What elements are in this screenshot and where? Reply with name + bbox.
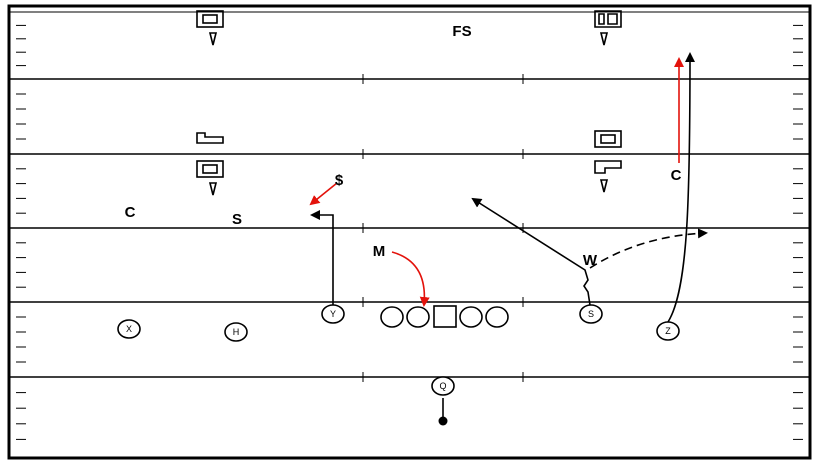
routes bbox=[309, 52, 708, 420]
player-y-label: Y bbox=[330, 309, 336, 319]
player-q-label: Q bbox=[439, 381, 446, 391]
lineman-rt bbox=[485, 306, 509, 328]
player-q bbox=[431, 376, 455, 396]
lineman-rg bbox=[459, 306, 483, 328]
offensive-line bbox=[380, 305, 509, 328]
defender-m: M bbox=[373, 243, 386, 260]
yard-number-mid-left bbox=[196, 132, 224, 196]
route-dollar bbox=[309, 182, 338, 206]
route-m-blitz bbox=[391, 251, 430, 307]
route-y-stem bbox=[310, 210, 334, 305]
defender-fs: FS bbox=[452, 23, 471, 40]
player-h bbox=[224, 322, 248, 342]
route-s-post bbox=[471, 197, 591, 306]
lineman-lg bbox=[406, 306, 430, 328]
route-z-go bbox=[667, 52, 695, 323]
defender-w: W bbox=[583, 252, 598, 269]
player-x bbox=[117, 319, 141, 339]
player-h-label: H bbox=[233, 327, 240, 337]
center bbox=[433, 305, 457, 328]
player-s bbox=[579, 304, 603, 324]
yard-numbers bbox=[196, 10, 622, 196]
route-s-flat bbox=[589, 228, 708, 269]
defender-dollar: $ bbox=[335, 172, 344, 189]
player-s-label: S bbox=[588, 309, 594, 319]
defender-s-left: S bbox=[232, 211, 242, 228]
yard-number-top-right bbox=[594, 10, 622, 46]
field-border bbox=[7, 4, 812, 460]
player-y bbox=[321, 304, 345, 324]
yard-number-top-left bbox=[196, 10, 224, 46]
yard-number-mid-right bbox=[594, 130, 622, 193]
lineman-lt bbox=[380, 306, 404, 328]
player-x-label: X bbox=[126, 324, 132, 334]
player-z bbox=[656, 321, 680, 341]
defender-c-left: C bbox=[125, 204, 136, 221]
qb-drop-point bbox=[438, 416, 448, 426]
hash-marks bbox=[16, 24, 803, 440]
defender-c-right: C bbox=[671, 167, 682, 184]
player-z-label: Z bbox=[665, 326, 671, 336]
